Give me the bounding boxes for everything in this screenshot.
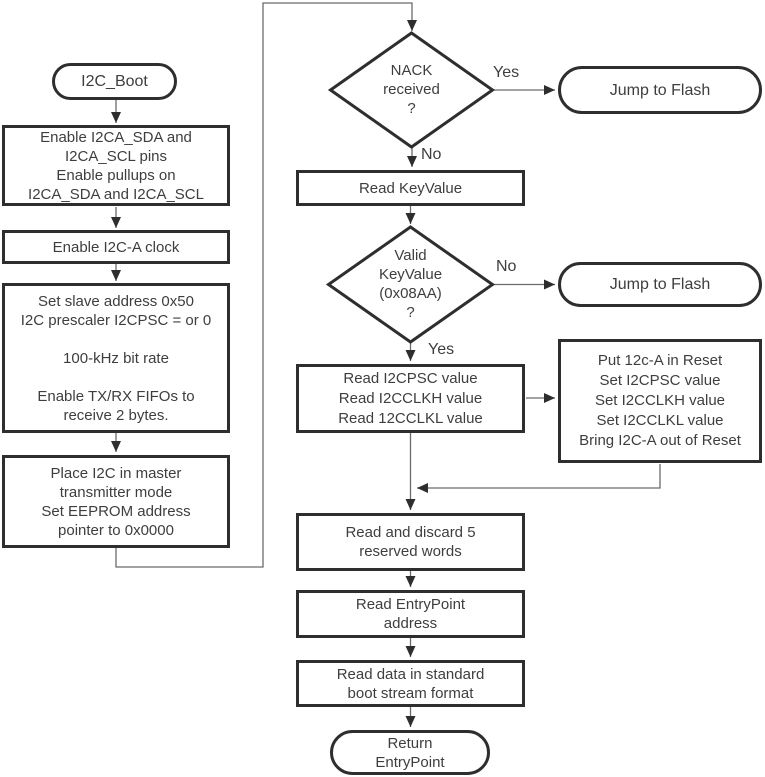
decision-nack-shape <box>327 31 496 149</box>
connector-master-mode-to-nack <box>115 2 417 568</box>
process-enable-pins: Enable I2CA_SDA and I2CA_SCL pins Enable… <box>2 125 230 206</box>
terminator-jump-to-flash-2: Jump to Flash <box>558 262 762 307</box>
process-read-keyvalue: Read KeyValue <box>296 170 525 206</box>
start-terminator: I2C_Boot <box>52 63 177 100</box>
label-valid-no: No <box>496 258 517 275</box>
process-read-boot-stream: Read data in standard boot stream format <box>296 660 525 707</box>
process-set-clock-values: Put 12c-A in Reset Set I2CPSC value Set … <box>558 339 762 463</box>
process-read-clock-values: Read I2CPSC value Read I2CCLKH value Rea… <box>296 364 525 433</box>
label-valid-yes: Yes <box>428 341 455 358</box>
decision-nack-text: NACK received ? <box>383 62 440 117</box>
label-nack-no: No <box>421 146 442 163</box>
terminator-return-entrypoint: Return EntryPoint <box>330 730 490 775</box>
decision-valid-keyvalue-shape <box>325 225 496 344</box>
connector-set-clocks-return <box>417 464 661 493</box>
process-read-entrypoint-address: Read EntryPoint address <box>296 590 525 638</box>
label-nack-yes: Yes <box>493 64 520 81</box>
process-master-mode: Place I2C in master transmitter mode Set… <box>2 455 230 548</box>
process-enable-clock: Enable I2C-A clock <box>2 230 230 264</box>
decision-valid-keyvalue-text: Valid KeyValue (0x08AA) ? <box>378 247 443 321</box>
terminator-jump-to-flash-1: Jump to Flash <box>558 66 762 114</box>
process-setup: Set slave address 0x50 I2C prescaler I2C… <box>2 283 230 433</box>
process-read-reserved-words: Read and discard 5 reserved words <box>296 513 525 571</box>
